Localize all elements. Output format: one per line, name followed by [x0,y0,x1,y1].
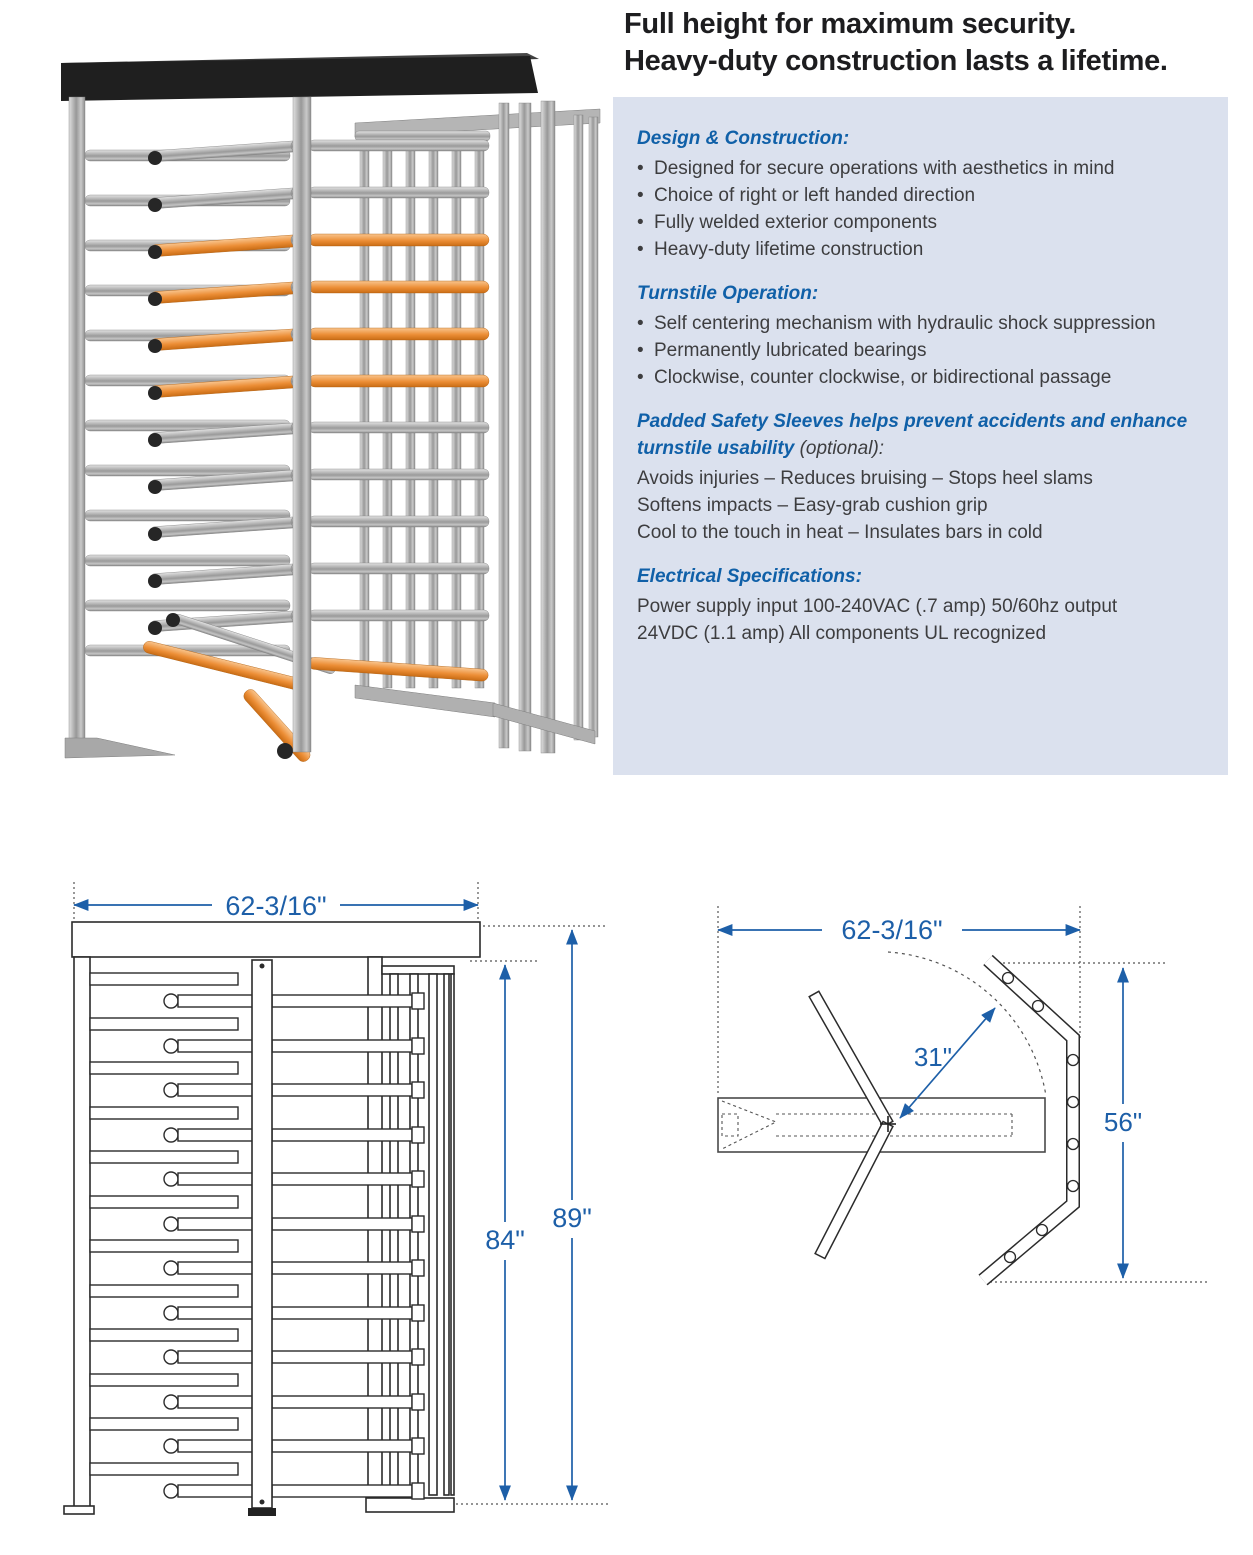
section-turnstile-operation: Turnstile Operation: •Self centering mec… [637,280,1198,391]
bullet-icon: • [637,340,644,361]
text-line: Power supply input 100-240VAC (.7 amp) 5… [637,596,1118,617]
text-line: Cool to the touch in heat – Insulates ba… [637,522,1043,543]
dimension-lines [73,899,578,1501]
section-title: Padded Safety Sleeves helps prevent acci… [637,411,1188,459]
cage-top-rail [354,108,601,138]
list-item: •Designed for secure operations with aes… [637,155,1198,182]
top-cap [71,921,481,958]
list-item: •Choice of right or left handed directio… [637,182,1198,209]
extension-lines [717,906,1210,1283]
bullet-icon: • [637,313,644,334]
page-title: Full height for maximum security. Heavy-… [624,6,1239,80]
bullet-icon: • [637,212,644,233]
turnstile-photo [61,53,601,762]
hub-crosshair [880,1116,896,1132]
info-panel: Design & Construction: •Designed for sec… [613,97,1228,775]
extension-lines [73,882,608,1505]
dimension-lines [717,924,1129,1279]
cage-plan [978,954,1080,1286]
optional-note: (optional): [794,438,885,459]
bullet-icon: • [637,185,644,206]
front-width-dimension: 62-3/16" [225,891,326,921]
section-title: Turnstile Operation: [637,283,819,304]
bullet-icon: • [637,158,644,179]
list-item: •Heavy-duty lifetime construction [637,236,1198,263]
bullet-icon: • [637,367,644,388]
swing-arc [887,951,1047,1097]
rotor-post [292,96,312,753]
section-padded-sleeves: Padded Safety Sleeves helps prevent acci… [637,408,1198,546]
rotor-arms [808,990,894,1260]
plan-depth-dimension: 56" [1104,1107,1142,1137]
front-inner-height-dimension: 84" [485,1225,525,1255]
rotor-post-front [251,959,273,1509]
left-foot [64,737,176,759]
hidden-lines [721,1100,1013,1150]
bullet-icon: • [637,239,644,260]
text-line: 24VDC (1.1 amp) All components UL recogn… [637,623,1047,644]
text-line: Avoids injuries – Reduces bruising – Sto… [637,468,1093,489]
list-item: •Permanently lubricated bearings [637,337,1198,364]
section-title: Electrical Specifications: [637,566,862,587]
top-beam-front-face [61,56,538,101]
front-elevation-drawing: 62-3/16" 84" 89" [63,882,608,1516]
section-electrical-specs: Electrical Specifications: Power supply … [637,563,1198,647]
plan-width-dimension: 62-3/16" [841,915,942,945]
text-line: Softens impacts – Easy-grab cushion grip [637,495,988,516]
list-item: •Fully welded exterior components [637,209,1198,236]
page-title-line1: Full height for maximum security. [624,8,1077,40]
orange-bottom-bar [308,657,489,682]
section-title: Design & Construction: [637,128,850,149]
section-design-construction: Design & Construction: •Designed for sec… [637,125,1198,263]
front-outer-height-dimension: 89" [552,1203,592,1233]
turnstile-outline [63,921,481,1515]
cage-grid [354,130,491,689]
plan-radius-dimension: 31" [914,1042,952,1072]
list-item: •Self centering mechanism with hydraulic… [637,310,1198,337]
left-post [68,96,86,741]
radius-arrow [899,1007,996,1119]
plan-view-drawing: 62-3/16" 56" 31" [717,906,1210,1286]
list-item: •Clockwise, counter clockwise, or bidire… [637,364,1198,391]
page-title-line2: Heavy-duty construction lasts a lifetime… [624,45,1168,77]
